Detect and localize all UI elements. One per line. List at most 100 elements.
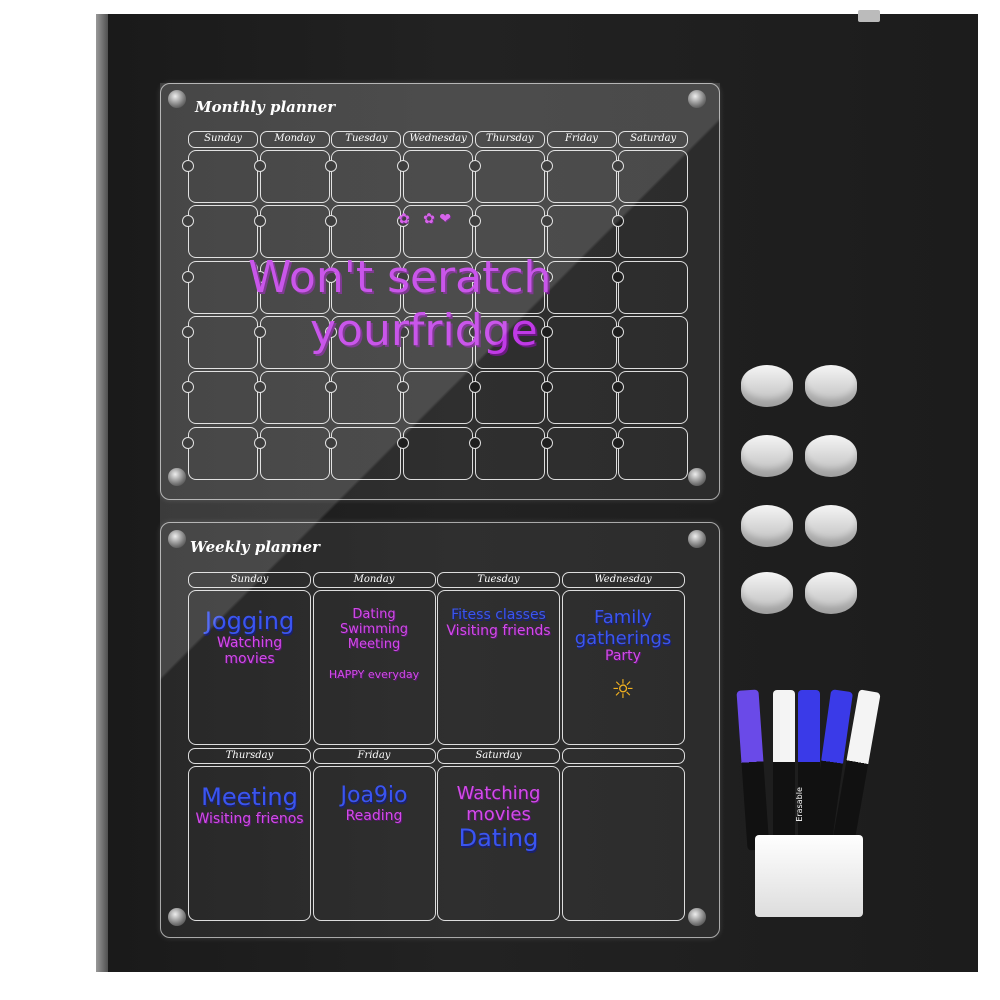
calendar-cell — [618, 205, 689, 259]
cell-note: Family — [594, 607, 652, 628]
cell-note: Dating — [352, 607, 396, 622]
screw-icon — [168, 530, 186, 548]
day-cell — [188, 590, 311, 745]
cell-note: Meeting — [347, 636, 401, 652]
cell-dot — [468, 270, 481, 283]
magnet-icon — [805, 505, 857, 547]
cell-dot — [325, 160, 338, 172]
calendar-cell — [403, 205, 474, 259]
magnet-icon — [741, 435, 793, 477]
calendar-cell — [546, 426, 617, 480]
cell-dot — [397, 270, 410, 283]
cell-note: Watching — [216, 634, 283, 651]
magnet-icon — [805, 365, 857, 407]
day-cell — [312, 590, 436, 745]
cell-note: Wisiting frienos — [195, 810, 304, 827]
day-cell — [561, 590, 685, 745]
calendar-cell — [546, 371, 617, 425]
cell-dot — [612, 381, 625, 394]
calendar-cell — [618, 426, 689, 480]
cell-dot — [325, 270, 338, 283]
cell-dot — [540, 160, 553, 172]
cell-dot — [540, 215, 553, 228]
day-cell — [561, 766, 685, 921]
magnet-icon — [805, 435, 857, 477]
cell-dot — [540, 381, 553, 394]
calendar-cell — [618, 371, 689, 425]
calendar-cell — [188, 426, 258, 480]
day-header: Monday — [312, 572, 436, 588]
cell-dot — [182, 436, 194, 449]
cell-dot — [612, 215, 625, 228]
cell-dot — [612, 325, 625, 338]
calendar-cell — [188, 315, 258, 369]
calendar-cell — [546, 150, 617, 203]
calendar-cell — [188, 371, 258, 425]
magnet-icon — [741, 365, 793, 407]
cell-dot — [612, 270, 625, 283]
calendar-cell — [474, 150, 545, 203]
screw-icon — [168, 468, 186, 486]
calendar-cell — [546, 260, 617, 314]
calendar-cell — [259, 371, 330, 425]
screw-icon — [168, 90, 186, 108]
cell-dot — [325, 215, 338, 228]
day-header: Monday — [259, 131, 330, 148]
cell-note: Reading — [345, 808, 403, 825]
cell-dot — [468, 325, 481, 338]
calendar-cell — [546, 205, 617, 259]
cell-note: Party — [605, 648, 641, 665]
cell-dot — [468, 381, 481, 394]
cell-note: Visiting friends — [446, 623, 551, 640]
cell-dot — [253, 160, 266, 172]
cell-dot — [182, 325, 194, 338]
calendar-cell — [403, 426, 474, 480]
calendar-cell — [259, 150, 330, 203]
screw-icon — [688, 90, 706, 108]
calendar-cell — [331, 150, 402, 203]
cell-note: Jogging — [204, 607, 295, 635]
cell-dot — [182, 215, 194, 228]
pen-label: Erasable — [794, 787, 804, 822]
cell-dot — [540, 436, 553, 449]
cell-dot — [397, 215, 410, 228]
cell-note: movies — [224, 650, 275, 667]
day-cell — [437, 590, 560, 745]
calendar-cell — [474, 205, 545, 259]
cell-dot — [325, 436, 338, 449]
day-header: Friday — [312, 748, 436, 764]
calendar-cell — [618, 315, 689, 369]
day-header: Sunday — [188, 131, 258, 148]
day-cell — [188, 766, 311, 921]
cell-note: Fitess classes — [451, 607, 546, 623]
calendar-cell — [474, 426, 545, 480]
magnet-icon — [741, 572, 793, 614]
cell-dot — [540, 270, 553, 283]
cell-note: movies — [466, 803, 531, 825]
sun-doodle-icon: ☼ — [611, 674, 635, 705]
magnet-icon — [805, 572, 857, 614]
cell-dot — [253, 325, 266, 338]
screw-icon — [168, 908, 186, 926]
cell-note: Dating — [458, 824, 539, 853]
calendar-cell — [403, 150, 474, 203]
cell-dot — [325, 325, 338, 338]
cell-dot — [325, 381, 338, 394]
calendar-cell — [403, 315, 474, 369]
cell-note: Joa9io — [340, 783, 408, 808]
calendar-cell — [331, 426, 402, 480]
cell-dot — [253, 215, 266, 228]
calendar-cell — [331, 205, 402, 259]
day-header: Tuesday — [331, 131, 402, 148]
monthly-planner-title: Monthly planner — [195, 98, 336, 116]
calendar-cell — [188, 260, 258, 314]
calendar-cell — [618, 260, 689, 314]
screw-icon — [688, 530, 706, 548]
day-header: Thursday — [474, 131, 545, 148]
day-header: Tuesday — [437, 572, 560, 588]
day-header: Wednesday — [403, 131, 474, 148]
calendar-cell — [403, 260, 474, 314]
cell-dot — [182, 160, 194, 172]
cell-dot — [468, 436, 481, 449]
cell-note: gatherings — [574, 627, 672, 649]
